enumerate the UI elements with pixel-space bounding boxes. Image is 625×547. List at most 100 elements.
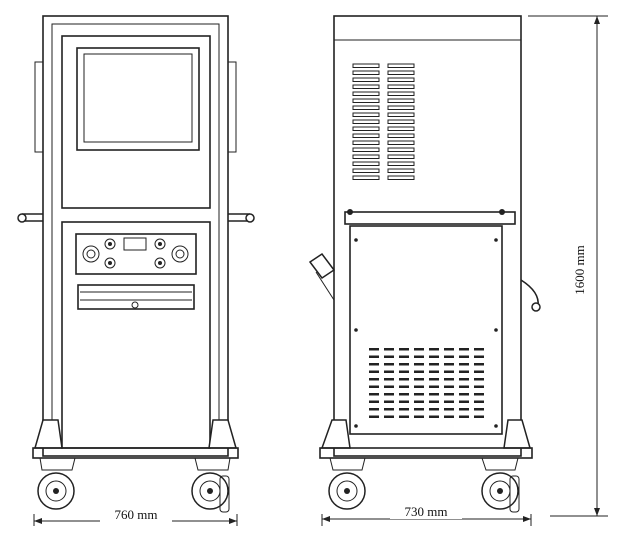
vent-slot xyxy=(429,370,439,373)
vent-slot xyxy=(474,370,484,373)
front-left-caster xyxy=(37,457,76,510)
vent-slot xyxy=(459,378,469,381)
vent-slot xyxy=(414,400,424,403)
vent-slot xyxy=(352,112,380,117)
vent-slot xyxy=(384,400,394,403)
vent-slot xyxy=(387,175,415,180)
vent-slot xyxy=(414,415,424,418)
vent-slot xyxy=(459,370,469,373)
side-left-foot xyxy=(320,419,351,449)
vent-slot xyxy=(352,119,380,124)
vent-slot xyxy=(387,84,415,89)
vent-slot xyxy=(429,415,439,418)
vent-slot xyxy=(387,161,415,166)
vent-slot xyxy=(444,348,454,351)
vent-slot xyxy=(387,168,415,173)
front-left-vent xyxy=(34,61,44,153)
vent-slot xyxy=(459,363,469,366)
vent-slot xyxy=(387,133,415,138)
vent-slot xyxy=(414,408,424,411)
vent-slot xyxy=(444,370,454,373)
vent-slot xyxy=(369,378,379,381)
vent-slot xyxy=(369,370,379,373)
vent-slot xyxy=(474,385,484,388)
vent-slot xyxy=(352,154,380,159)
vent-slot xyxy=(384,378,394,381)
vent-slot xyxy=(352,140,380,145)
vent-slot xyxy=(387,154,415,159)
vent-slot xyxy=(352,84,380,89)
vent-slot xyxy=(399,393,409,396)
vent-slot xyxy=(459,385,469,388)
vent-slot xyxy=(352,91,380,96)
vent-slot xyxy=(352,147,380,152)
vent-slot xyxy=(414,378,424,381)
vent-slot xyxy=(444,355,454,358)
vent-slot xyxy=(399,385,409,388)
vent-slot xyxy=(352,168,380,173)
vent-slot xyxy=(429,385,439,388)
vent-slot xyxy=(384,415,394,418)
vent-slot xyxy=(352,105,380,110)
vent-slot xyxy=(414,393,424,396)
vent-slot xyxy=(429,363,439,366)
vent-slot xyxy=(384,393,394,396)
front-base xyxy=(32,447,239,459)
screen-bezel xyxy=(76,47,200,151)
front-left-foot xyxy=(34,419,63,449)
front-right-handle xyxy=(228,213,255,223)
vent-slot xyxy=(387,77,415,82)
vent-slot xyxy=(369,355,379,358)
vent-slot xyxy=(399,415,409,418)
vent-slot xyxy=(387,119,415,124)
front-right-foot xyxy=(208,419,237,449)
side-upper-vents xyxy=(352,63,415,180)
vent-slot xyxy=(474,408,484,411)
vent-slot xyxy=(384,355,394,358)
vent-slot xyxy=(414,385,424,388)
vent-slot xyxy=(369,348,379,351)
vent-slot xyxy=(352,161,380,166)
vent-slot xyxy=(384,363,394,366)
vent-slot xyxy=(414,363,424,366)
vent-slot xyxy=(387,91,415,96)
vent-slot xyxy=(474,355,484,358)
vent-slot xyxy=(369,385,379,388)
side-handle-bar xyxy=(344,211,516,225)
vent-slot xyxy=(352,175,380,180)
vent-slot xyxy=(387,112,415,117)
drawer xyxy=(77,284,195,310)
vent-slot xyxy=(444,385,454,388)
vent-slot xyxy=(387,147,415,152)
vent-slot xyxy=(369,408,379,411)
front-view: 760 mm xyxy=(17,15,255,526)
front-left-handle xyxy=(17,213,43,223)
vent-slot xyxy=(369,415,379,418)
vent-slot xyxy=(429,355,439,358)
side-right-caster xyxy=(481,457,520,513)
vent-slot xyxy=(352,98,380,103)
vent-slot xyxy=(399,355,409,358)
side-lower-panel xyxy=(349,225,503,435)
side-depth-label: 730 mm xyxy=(405,504,448,519)
vent-slot xyxy=(352,126,380,131)
vent-slot xyxy=(459,415,469,418)
vent-slot xyxy=(369,400,379,403)
vent-slot xyxy=(352,70,380,75)
front-width-label: 760 mm xyxy=(115,507,158,522)
vent-slot xyxy=(414,355,424,358)
side-left-caster xyxy=(328,457,366,510)
vent-slot xyxy=(474,400,484,403)
vent-slot xyxy=(352,63,380,68)
vent-slot xyxy=(474,363,484,366)
vent-slot xyxy=(352,77,380,82)
vent-slot xyxy=(444,363,454,366)
vent-slot xyxy=(399,408,409,411)
side-panel-screws xyxy=(354,238,498,428)
vent-slot xyxy=(429,378,439,381)
side-base xyxy=(319,447,533,459)
vent-slot xyxy=(429,393,439,396)
vent-slot xyxy=(387,70,415,75)
vent-slot xyxy=(399,363,409,366)
vent-slot xyxy=(387,63,415,68)
